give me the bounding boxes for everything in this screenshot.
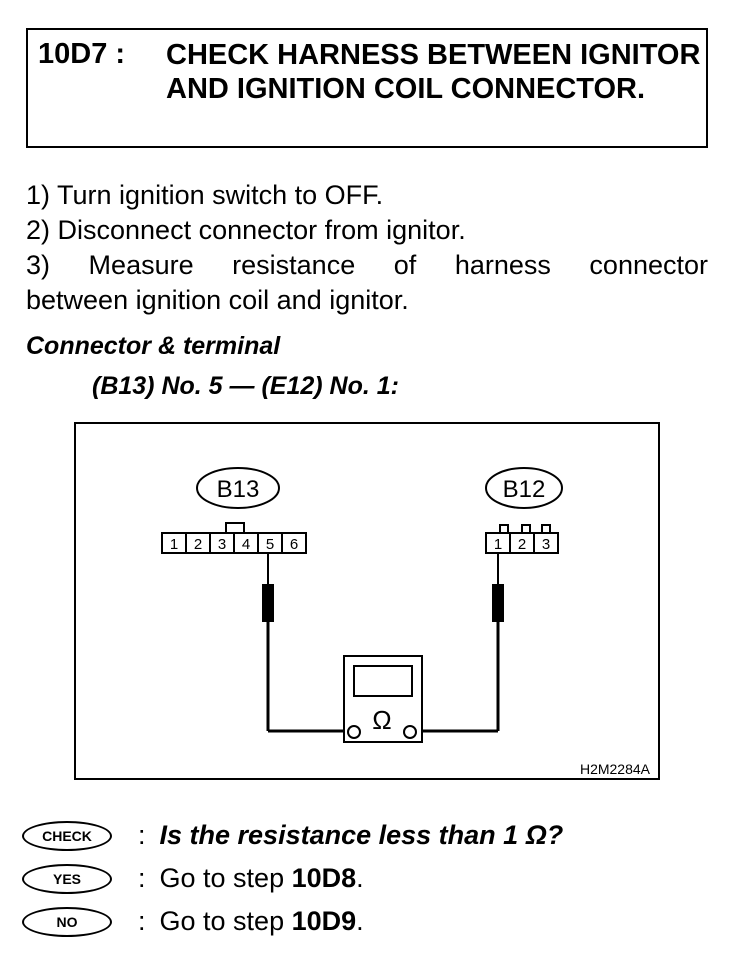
b12-pin-3: 3 xyxy=(542,536,550,553)
b12-latch-1 xyxy=(499,524,509,534)
step-header-box: 10D7 : CHECK HARNESS BETWEEN IGNITOR AND… xyxy=(26,28,708,148)
figure-code: H2M2284A xyxy=(580,761,651,777)
no-text: Go to step xyxy=(159,906,292,936)
b13-pin-1: 1 xyxy=(170,536,178,553)
b13-label-oval xyxy=(196,467,280,509)
check-question: Is the resistance less than 1 Ω? xyxy=(159,820,564,850)
b12-connector xyxy=(485,524,559,554)
instruction-3: 3) Measure resistance of harness connect… xyxy=(26,250,708,280)
b13-pin-3: 3 xyxy=(218,536,226,553)
yes-text: Go to step xyxy=(159,863,292,893)
step-id: 10D7 : xyxy=(38,38,126,70)
b13-pin-5: 5 xyxy=(266,536,274,553)
b13-pins: 1 2 3 4 5 6 xyxy=(170,533,298,553)
b12-pin-2: 2 xyxy=(518,536,526,553)
instruction-3-cont: between ignition coil and ignitor. xyxy=(26,285,409,315)
b12-label: B12 xyxy=(503,476,546,503)
b12-label-oval xyxy=(485,467,563,509)
b13-label: B13 xyxy=(217,476,260,503)
b12-body xyxy=(485,532,559,554)
b12-pins: 1 2 3 xyxy=(494,536,550,553)
yes-badge: YES xyxy=(22,863,112,894)
answer-yes: YES : Go to step 10D8. xyxy=(22,863,364,894)
answer-no: NO : Go to step 10D9. xyxy=(22,906,364,937)
yes-colon: : xyxy=(138,863,146,893)
ohmmeter xyxy=(343,655,423,743)
left-probe xyxy=(262,554,346,733)
no-colon: : xyxy=(138,906,146,936)
yes-step: 10D8 xyxy=(291,863,357,893)
b13-pin-6: 6 xyxy=(290,536,298,553)
connector-terminal-value: (B13) No. 5 — (E12) No. 1: xyxy=(92,372,399,400)
b13-pin-4: 4 xyxy=(242,536,250,553)
instruction-2: 2) Disconnect connector from ignitor. xyxy=(26,215,466,245)
right-probe xyxy=(410,554,504,733)
step-title: CHECK HARNESS BETWEEN IGNITOR AND IGNITI… xyxy=(166,39,701,105)
b13-latch xyxy=(225,522,245,534)
ohm-symbol: Ω xyxy=(372,705,391,735)
b12-latch-3 xyxy=(541,524,551,534)
connector-terminal-label: Connector & terminal xyxy=(26,332,281,360)
no-badge: NO xyxy=(22,906,112,937)
b12-latch-2 xyxy=(521,524,531,534)
no-step: 10D9 xyxy=(291,906,357,936)
b12-pin-1: 1 xyxy=(494,536,502,553)
instruction-list: 1) Turn ignition switch to OFF. 2) Disco… xyxy=(26,178,708,318)
b13-pin-2: 2 xyxy=(194,536,202,553)
no-suffix: . xyxy=(356,906,364,936)
answer-check: CHECK : Is the resistance less than 1 Ω? xyxy=(22,820,563,851)
wiring-diagram: B13 1 2 3 4 5 6 B12 xyxy=(74,422,660,780)
diagram-svg: B13 1 2 3 4 5 6 B12 xyxy=(161,467,651,777)
check-badge: CHECK xyxy=(22,820,112,851)
check-colon: : xyxy=(138,820,146,850)
yes-suffix: . xyxy=(356,863,364,893)
instruction-1: 1) Turn ignition switch to OFF. xyxy=(26,180,384,210)
